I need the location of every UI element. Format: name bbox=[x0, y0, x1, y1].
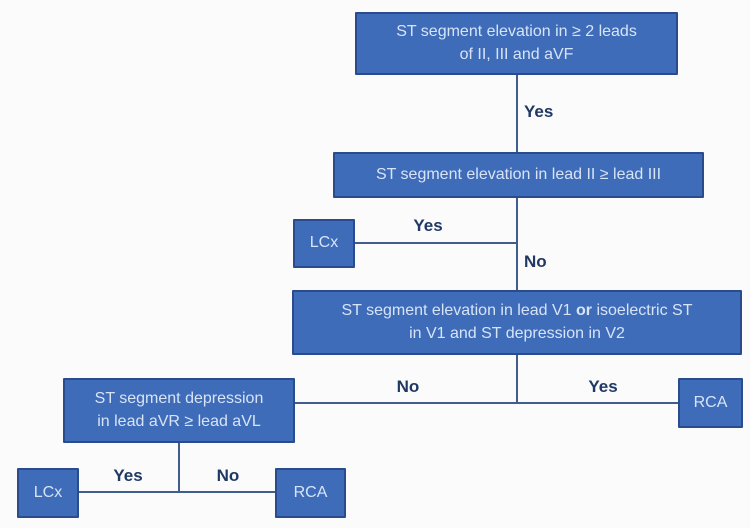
node-text-line: LCx bbox=[309, 234, 339, 252]
connector-q2-q3 bbox=[516, 198, 518, 290]
node-lcx-outcome-1: LCx bbox=[293, 219, 355, 268]
node-text-line: of II, III and aVF bbox=[459, 45, 574, 63]
node-text-line: ST segment depression bbox=[94, 389, 264, 407]
node-avr-vs-avl-depression: ST segment depression in lead aVR ≥ lead… bbox=[63, 378, 295, 443]
connector-branch4-horizontal bbox=[79, 491, 275, 493]
node-v1-elevation-or-isoelectric: ST segment elevation in lead V1 or isoel… bbox=[292, 290, 742, 355]
node-rca-outcome-1: RCA bbox=[678, 378, 743, 428]
node-text-line: RCA bbox=[293, 483, 328, 501]
connector-q3-branch bbox=[516, 355, 518, 403]
connector-q1-q2 bbox=[516, 75, 518, 152]
connector-q2-lcx bbox=[355, 242, 517, 244]
branch-label-yes-2: Yes bbox=[413, 216, 443, 235]
node-rca-outcome-2: RCA bbox=[275, 468, 346, 518]
branch-label-yes-3: Yes bbox=[588, 377, 618, 396]
node-text-line: RCA bbox=[693, 393, 728, 411]
connector-branch3-horizontal bbox=[295, 402, 679, 404]
branch-label-no-2: No bbox=[524, 252, 547, 271]
branch-label-no-4: No bbox=[216, 466, 240, 485]
node-lcx-outcome-2: LCx bbox=[17, 468, 79, 518]
node-text-line: ST segment elevation in lead V1 or isoel… bbox=[341, 301, 693, 319]
node-text-line: in lead aVR ≥ lead aVL bbox=[97, 412, 261, 430]
node-st-elevation-2-inferior-leads: ST segment elevation in ≥ 2 leads of II,… bbox=[355, 12, 678, 75]
node-text-line: in V1 and ST depression in V2 bbox=[409, 324, 625, 342]
node-text-line: ST segment elevation in ≥ 2 leads bbox=[396, 22, 637, 40]
branch-label-yes-1: Yes bbox=[524, 102, 554, 121]
node-lead2-vs-lead3: ST segment elevation in lead II ≥ lead I… bbox=[333, 152, 704, 198]
node-text-line: LCx bbox=[33, 483, 63, 501]
branch-label-no-3: No bbox=[396, 377, 420, 396]
branch-label-yes-4: Yes bbox=[113, 466, 143, 485]
node-text-line: ST segment elevation in lead II ≥ lead I… bbox=[375, 165, 662, 183]
connector-q4-branch bbox=[178, 443, 180, 492]
